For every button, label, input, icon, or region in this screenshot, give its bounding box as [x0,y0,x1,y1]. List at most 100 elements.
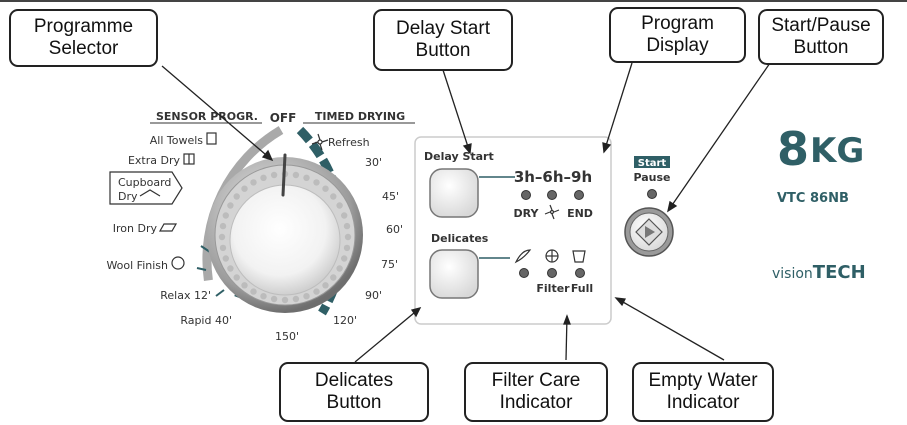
knob-grip-dot [227,265,234,272]
brand-vision: vision [772,266,813,282]
dry-label-panel: DRY [514,207,540,220]
programme-selector-callout: Programme Selector [9,9,158,67]
knob-grip-dot [341,212,348,219]
iron-icon [158,223,178,232]
knob-grip-dot [322,185,329,192]
led-9h [574,190,584,200]
knob-grip-dot [241,185,248,192]
filter-care-callout: Filter Care Indicator [464,362,608,422]
brand-tech: TECH [813,262,866,283]
cupboard-dry-marker [109,171,183,205]
knob-grip-dot [218,233,226,241]
led-filter [547,268,557,278]
timed-30-label: 30' [365,156,382,169]
knob-grip-dot [233,193,240,200]
knob-grip-dot [341,255,348,262]
knob-grip-dot [292,171,300,179]
start-label-bg [634,156,670,168]
knob-grip-dot [330,193,337,200]
model-number: VTC 86NB [777,191,849,206]
knob-grip-dot [313,288,320,295]
wool-finish-label: Wool Finish [106,259,168,272]
off-label: OFF [270,111,297,125]
knob-grip-dot [292,295,300,303]
delicates-button[interactable] [429,249,479,299]
svg-text:visionTECH: visionTECH [772,262,866,283]
timed-150-label: 150' [275,330,299,343]
capacity-unit: KG [810,131,864,171]
callout-arrows [161,62,771,363]
timed-header: TIMED DRYING [315,110,405,123]
led-6h [547,190,557,200]
delay-start-button[interactable] [429,168,479,218]
delay-start-callout: Delay Start Button [373,9,513,71]
delicates-callout: Delicates Button [279,362,429,422]
towel-icon [206,132,217,145]
all-towels-label: All Towels [150,134,204,147]
capacity-number: 8 [777,122,809,176]
sensor-header: SENSOR PROGR. [156,110,258,123]
timed-45-label: 45' [382,190,399,203]
knob-grip-dot [250,288,257,295]
knob-grip-dot [322,282,329,289]
rapid-label: Rapid 40' [180,314,232,327]
programme-knob[interactable] [207,153,363,313]
timed-75-label: 75' [381,258,398,271]
hanger-icon [139,189,161,197]
knob-grip-dot [270,295,278,303]
timed-120-label: 120' [333,314,357,327]
knob-pointer [281,153,287,197]
knob-grip-dot [227,202,234,209]
delay-start-label: Delay Start [424,150,494,163]
led-delicates [519,268,529,278]
delay-times: 3h–6h–9h [514,168,592,186]
extra-dry-label: Extra Dry [128,154,181,167]
delicates-label: Delicates [431,232,489,245]
dry-label: Dry [118,190,138,203]
empty-water-callout: Empty Water Indicator [632,362,774,422]
knob-grip-dot [313,179,320,186]
knob-grip-dot [344,233,352,241]
knob-grip-dot [260,174,267,181]
timed-90-label: 90' [365,289,382,302]
knob-grip-dot [281,296,289,304]
relax-label: Relax 12' [160,289,211,302]
delicates-leaf-icon [514,249,532,264]
knob-grip-dot [260,293,267,300]
knob-grip-dot [270,171,278,179]
knob-grip-dot [250,179,257,186]
knob-grip-dot [330,274,337,281]
knob-grip-dot [336,202,343,209]
led-start [647,189,657,199]
knob-face [229,184,341,296]
knob-grip-dot [343,244,351,252]
knob-grip-dot [336,265,343,272]
start-pause-callout: Start/Pause Button [758,9,884,65]
refresh-label: Refresh [328,136,370,149]
timed-60-label: 60' [386,223,403,236]
knob-grip-dot [303,174,310,181]
cupboard-label: Cupboard [118,176,171,189]
cool-fan-icon [544,204,560,220]
led-3h [521,190,531,200]
knob-grip-dot [222,212,229,219]
iron-dry-label: Iron Dry [113,222,158,235]
start-label: Start [638,158,667,169]
knob-grip-dot [241,282,248,289]
knob-grip-dot [343,222,351,230]
fan-icon [311,133,329,151]
play-icon [645,226,655,238]
filter-label: Filter [536,282,570,295]
water-tank-icon [572,250,586,263]
knob-grip-dot [303,293,310,300]
knob-grip-dot [219,244,227,252]
led-full [575,268,585,278]
end-label: END [567,207,593,220]
pause-label: Pause [633,171,670,184]
program-display-callout: Program Display [609,7,746,63]
full-label: Full [571,282,593,295]
knob-grip-dot [219,222,227,230]
knob-grip-dot [233,274,240,281]
wool-icon [171,256,185,270]
